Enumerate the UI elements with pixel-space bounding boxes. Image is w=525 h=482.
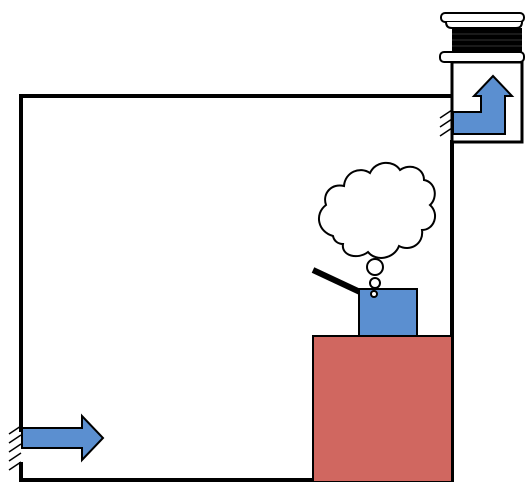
room-outline bbox=[19, 94, 454, 482]
pot-handle bbox=[311, 267, 362, 295]
outlet-airflow-arrow bbox=[452, 74, 515, 135]
steam-bubbles bbox=[366, 258, 384, 298]
exhaust-fan-hood bbox=[439, 12, 525, 63]
stove bbox=[312, 335, 453, 482]
steam-cloud bbox=[317, 161, 437, 259]
cooking-pot bbox=[358, 288, 418, 337]
inlet-airflow-arrow bbox=[21, 413, 105, 463]
outlet-wall-hatch bbox=[439, 109, 453, 137]
